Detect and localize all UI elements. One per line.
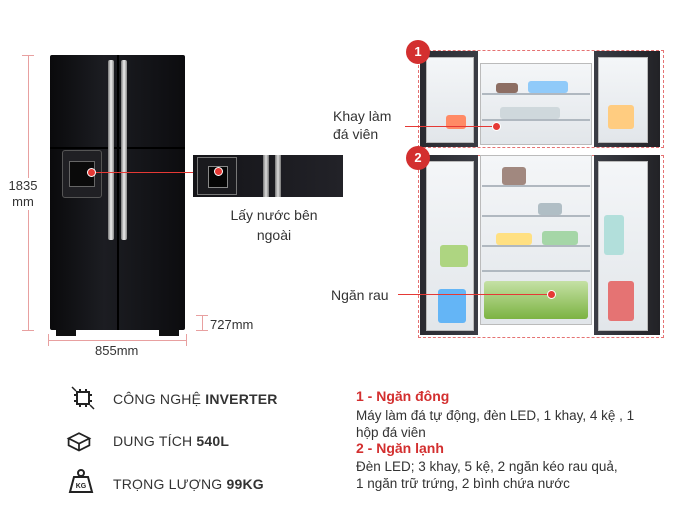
food-item (608, 105, 634, 129)
vegetable-marker-icon (547, 290, 556, 299)
fridge-interior-image (418, 45, 664, 340)
food-item (500, 107, 560, 119)
depth-dimension-line (202, 315, 203, 331)
chip-icon (71, 386, 95, 410)
spec-capacity-label: DUNG TÍCH (113, 433, 197, 449)
zoom-marker-icon (214, 167, 223, 176)
spec-weight: TRỌNG LƯỢNG 99KG (113, 476, 264, 492)
door-split-vertical (117, 55, 119, 330)
fridge-shelf-4 (482, 270, 590, 272)
height-dimension-cap-top (22, 55, 34, 56)
vegetable-label: Ngăn rau (331, 287, 389, 303)
badge-fridge: 2 (406, 146, 430, 170)
depth-dimension-cap-top (196, 315, 208, 316)
ice-tray-pointer-line (405, 126, 493, 127)
food-item (496, 83, 518, 93)
food-item (502, 167, 526, 185)
handle-right (121, 60, 127, 240)
freezer-shelf-2 (482, 119, 590, 121)
spec-weight-value: 99KG (226, 476, 264, 492)
spec-weight-label: TRỌNG LƯỢNG (113, 476, 227, 492)
food-item (446, 115, 466, 129)
fridge-title: 2 - Ngăn lạnh (356, 440, 444, 456)
weight-icon: KG (68, 469, 94, 493)
dispenser-pointer-line (96, 172, 216, 173)
zoom-handle-2 (275, 155, 281, 197)
foot-left (56, 330, 76, 336)
zoom-dispenser (197, 157, 237, 195)
zoom-dispenser-slot (208, 166, 228, 188)
right-door-top-inner (598, 57, 648, 143)
height-value: 1835 (8, 178, 38, 193)
handle-left (108, 60, 114, 240)
food-item (604, 215, 624, 255)
fridge-description: Đèn LED; 3 khay, 5 kệ, 2 ngăn kéo rau qu… (356, 459, 618, 491)
height-dimension-cap-bottom (22, 330, 34, 331)
ice-tray-marker-icon (492, 122, 501, 131)
ice-tray-label: Khay làm đá viên (333, 108, 392, 142)
spec-inverter-value: INVERTER (205, 391, 278, 407)
width-dimension-line (48, 340, 187, 341)
freezer-shelf-1 (482, 93, 590, 95)
depth-label: 727mm (210, 317, 254, 332)
food-item (528, 81, 568, 93)
water-dispenser (62, 150, 102, 198)
door-split-horizontal (50, 147, 185, 149)
food-item (440, 245, 468, 267)
zoom-handle-1 (263, 155, 269, 197)
capacity-icon (66, 432, 92, 452)
food-item (538, 203, 562, 215)
vegetable-drawer (484, 281, 588, 319)
height-unit: mm (12, 194, 34, 209)
spec-capacity-value: 540L (196, 433, 230, 449)
foot-right (159, 330, 179, 336)
fridge-shelf-1 (482, 185, 590, 187)
fridge-shelf-3 (482, 245, 590, 247)
food-item (542, 231, 578, 245)
food-item (608, 281, 634, 321)
spec-inverter-label: CÔNG NGHỆ (113, 391, 206, 407)
weight-icon-text: KG (76, 483, 87, 490)
freezer-description: Máy làm đá tự động, đèn LED, 1 khay, 4 k… (356, 408, 635, 440)
dispenser-caption: Lấy nước bên ngoài (230, 207, 318, 243)
left-door-top-inner (426, 57, 474, 143)
badge-freezer: 1 (406, 40, 430, 64)
depth-dimension-cap-bottom (196, 330, 208, 331)
dispenser-marker-icon (87, 168, 96, 177)
spec-capacity: DUNG TÍCH 540L (113, 433, 229, 449)
height-label: 1835 mm (6, 178, 40, 210)
dispenser-zoom-image (193, 155, 343, 197)
width-dimension-cap-right (186, 334, 187, 346)
freezer-frame (418, 50, 664, 148)
width-label: 855mm (95, 343, 139, 358)
fridge-shelf-2 (482, 215, 590, 217)
spec-inverter: CÔNG NGHỆ INVERTER (113, 391, 278, 407)
freezer-cabinet (480, 63, 592, 145)
food-item (496, 233, 532, 245)
width-dimension-cap-left (48, 334, 49, 346)
freezer-title: 1 - Ngăn đông (356, 388, 450, 404)
vegetable-pointer-line (398, 294, 548, 295)
